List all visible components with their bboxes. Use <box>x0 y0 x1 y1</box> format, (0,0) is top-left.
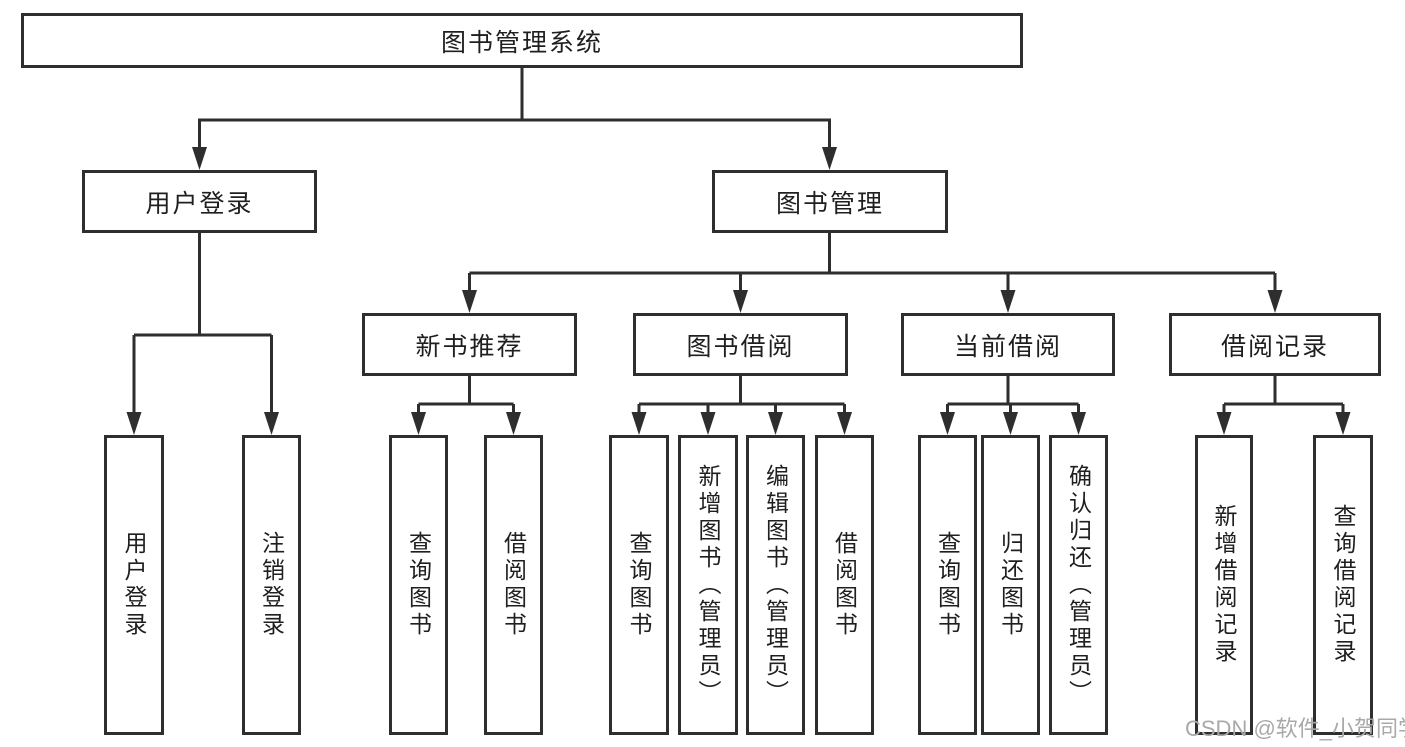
node-new-book-recommend-label: 新书推荐 <box>415 332 524 361</box>
leaf-query-borrow-record: 查询借阅记录 <box>1313 435 1373 735</box>
leaf-query-books-3: 查询图书 <box>918 435 977 735</box>
leaf-return-books-label: 归还图书 <box>997 531 1024 639</box>
leaf-query-books-3-label: 查询图书 <box>934 531 961 639</box>
node-book-management: 图书管理 <box>712 170 948 233</box>
node-book-borrowing: 图书借阅 <box>633 313 848 376</box>
leaf-confirm-return-admin-label: 确认归还（管理员） <box>1065 463 1092 707</box>
leaf-add-borrow-record-label: 新增借阅记录 <box>1211 504 1237 666</box>
node-borrowing-records-label: 借阅记录 <box>1220 332 1329 361</box>
node-root: 图书管理系统 <box>21 13 1023 68</box>
leaf-borrow-books-2: 借阅图书 <box>815 435 874 735</box>
node-borrowing-records: 借阅记录 <box>1169 313 1381 376</box>
node-book-management-label: 图书管理 <box>775 189 884 218</box>
node-book-borrowing-label: 图书借阅 <box>686 332 795 361</box>
leaf-query-borrow-record-label: 查询借阅记录 <box>1330 504 1356 666</box>
leaf-edit-books-admin: 编辑图书（管理员） <box>746 435 805 735</box>
node-current-borrowing: 当前借阅 <box>901 313 1115 376</box>
node-user-login-label: 用户登录 <box>145 189 254 218</box>
csdn-watermark: CSDN @软件_小贺同学 <box>1185 716 1405 741</box>
leaf-confirm-return-admin: 确认归还（管理员） <box>1049 435 1108 735</box>
leaf-borrow-books-1-label: 借阅图书 <box>500 531 527 639</box>
leaf-logout: 注销登录 <box>242 435 301 735</box>
node-current-borrowing-label: 当前借阅 <box>953 332 1062 361</box>
leaf-logout-label: 注销登录 <box>258 531 285 639</box>
leaf-return-books: 归还图书 <box>981 435 1040 735</box>
leaf-edit-books-admin-label: 编辑图书（管理员） <box>762 463 789 707</box>
leaf-add-books-admin-label: 新增图书（管理员） <box>695 463 721 707</box>
node-new-book-recommend: 新书推荐 <box>362 313 577 376</box>
leaf-user-login-label: 用户登录 <box>121 531 147 639</box>
leaf-query-books-2: 查询图书 <box>609 435 669 735</box>
leaf-query-books-1: 查询图书 <box>389 435 448 735</box>
leaf-query-books-1-label: 查询图书 <box>405 531 432 639</box>
leaf-user-login: 用户登录 <box>104 435 164 735</box>
leaf-add-books-admin: 新增图书（管理员） <box>678 435 738 735</box>
leaf-borrow-books-2-label: 借阅图书 <box>831 531 858 639</box>
leaf-borrow-books-1: 借阅图书 <box>484 435 543 735</box>
leaf-add-borrow-record: 新增借阅记录 <box>1195 435 1253 735</box>
leaf-query-books-2-label: 查询图书 <box>626 531 652 639</box>
node-user-login: 用户登录 <box>82 170 317 233</box>
node-root-label: 图书管理系统 <box>440 28 603 57</box>
